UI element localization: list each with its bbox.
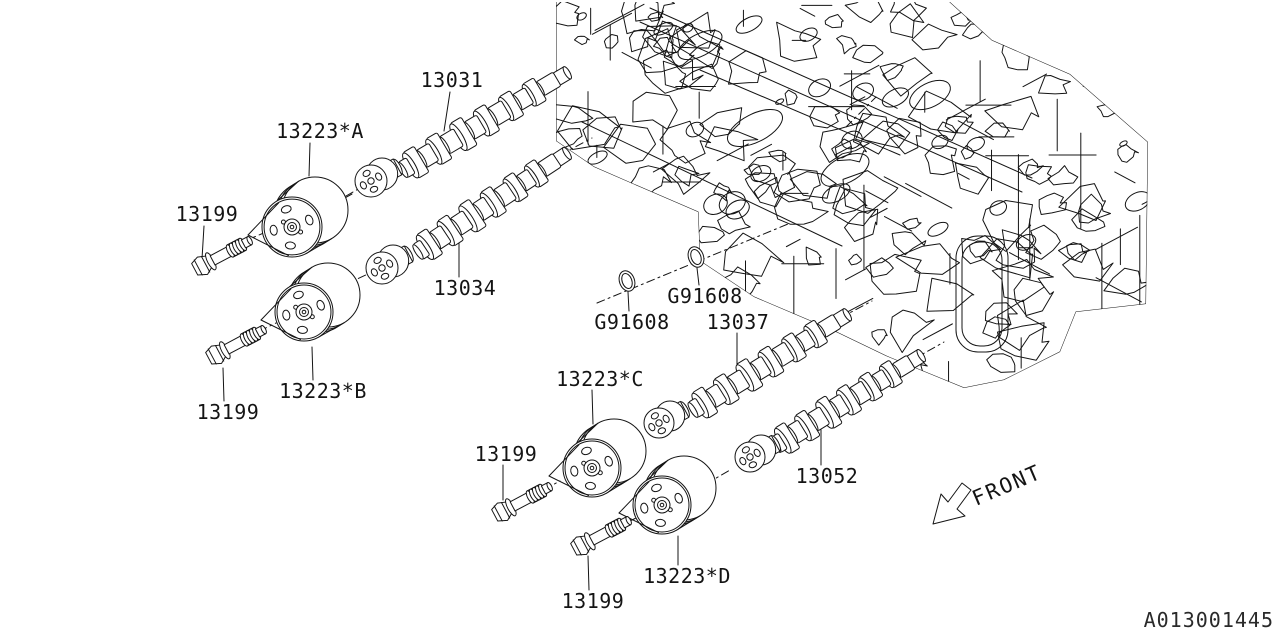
part-label-bolt-13199-2[interactable]: 13199 xyxy=(196,400,260,424)
part-label-bolt-13199-1[interactable]: 13199 xyxy=(175,202,239,226)
camshaft-13034 xyxy=(365,146,572,285)
part-label-oring-g91608-1[interactable]: G91608 xyxy=(594,310,670,334)
front-label: FRONT xyxy=(969,460,1046,511)
part-label-camshaft-13034[interactable]: 13034 xyxy=(433,276,497,300)
part-label-sprocket-13223-b[interactable]: 13223*B xyxy=(279,379,367,403)
part-label-oring-g91608-2[interactable]: G91608 xyxy=(667,284,743,308)
cam-hub xyxy=(643,400,690,439)
part-label-sprocket-13223-c[interactable]: 13223*C xyxy=(556,367,644,391)
front-arrow-icon xyxy=(932,482,972,525)
bolt-13199-2 xyxy=(205,325,267,365)
bolt-13199-3 xyxy=(491,482,553,522)
front-indicator: FRONT xyxy=(932,460,1046,525)
cam-hub xyxy=(365,244,414,285)
part-label-camshaft-13037[interactable]: 13037 xyxy=(706,310,770,334)
camshaft-13037 xyxy=(643,308,852,439)
bolt-13199-4 xyxy=(570,516,632,556)
oring-g91608-2 xyxy=(687,246,705,268)
part-label-bolt-13199-4[interactable]: 13199 xyxy=(561,589,625,613)
label-leader-lines xyxy=(201,91,822,591)
part-label-camshaft-13052[interactable]: 13052 xyxy=(795,464,859,488)
part-label-sprocket-13223-a[interactable]: 13223*A xyxy=(276,119,364,143)
camshaft-13052 xyxy=(734,349,926,473)
oring-g91608-1 xyxy=(618,270,636,292)
cam-hub xyxy=(354,157,403,198)
camshaft-body xyxy=(770,349,926,454)
sprocket-13223-c xyxy=(548,418,647,498)
camshaft-body xyxy=(397,66,572,179)
part-label-camshaft-13031[interactable]: 13031 xyxy=(420,68,484,92)
sprocket-13223-d xyxy=(618,455,717,535)
part-label-bolt-13199-3[interactable]: 13199 xyxy=(474,442,538,466)
camshaft-body xyxy=(687,308,852,419)
sprocket-13223-a xyxy=(247,176,349,258)
camshaft-13031 xyxy=(354,66,572,198)
drawing-number: A013001445 xyxy=(1143,608,1274,632)
part-label-sprocket-13223-d[interactable]: 13223*D xyxy=(643,564,731,588)
sprocket-13223-b xyxy=(260,262,361,342)
camshaft-body xyxy=(412,146,572,261)
engine-block-art xyxy=(556,2,1148,388)
bolt-13199-1 xyxy=(191,236,253,276)
cam-hub xyxy=(734,434,781,473)
